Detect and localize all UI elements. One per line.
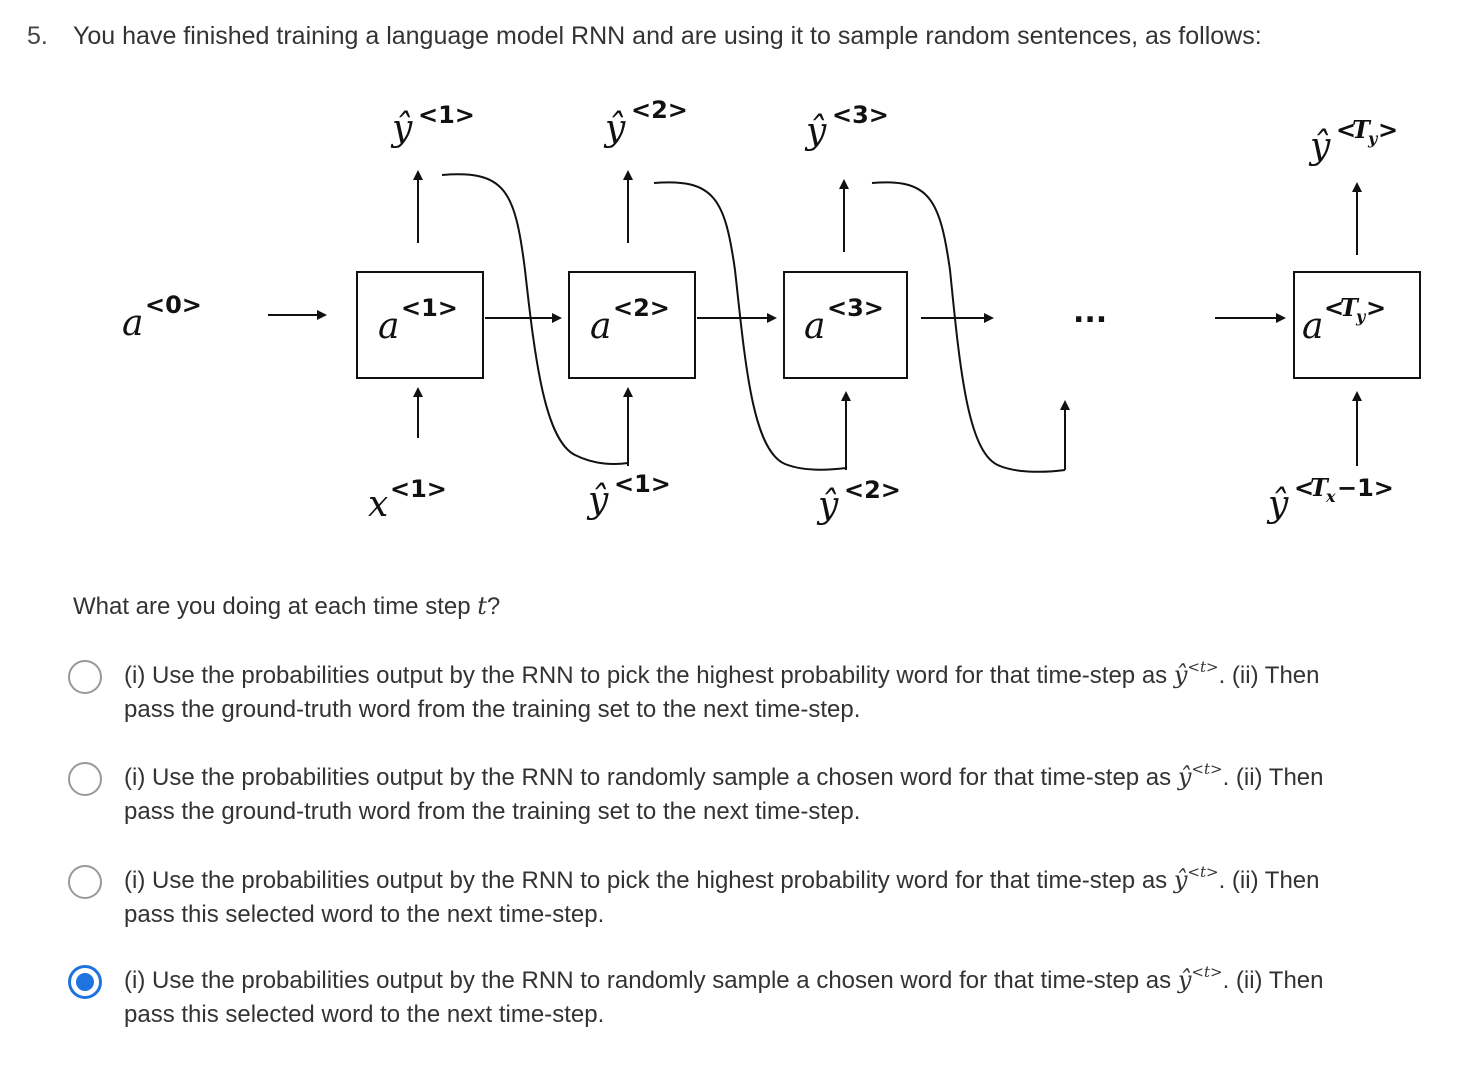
output-label-3: ŷ <3> [804,101,889,152]
radio-button[interactable] [68,660,102,694]
svg-text:<1>: <1> [614,470,671,498]
input-label-last: ŷ < T x −1> [1266,473,1394,525]
rnn-cell-1 [356,271,484,379]
ellipsis: ... [1073,295,1107,330]
svg-text:a: a [378,306,399,347]
svg-text:<3>: <3> [827,294,884,322]
rnn-cell-3 [783,271,908,379]
option-text-line2: pass this selected word to the next time… [124,901,605,928]
answer-option-2[interactable]: (i) Use the probabilities output by the … [68,760,1468,842]
svg-text:>: > [1378,116,1398,144]
rnn-cell-last [1293,271,1421,379]
radio-button[interactable] [68,762,102,796]
svg-text:ŷ: ŷ [804,111,827,152]
option-text-line1: (i) Use the probabilities output by the … [124,658,1320,689]
output-label-2: ŷ <2> [603,96,688,149]
cell-3-label: a <3> [804,294,884,347]
option-text-line2: pass the ground-truth word from the trai… [124,696,861,723]
option-text-line2: pass this selected word to the next time… [124,1001,605,1028]
initial-activation-label: a <0> [122,291,202,344]
svg-text:<: < [1294,474,1314,502]
feedback-curve-3 [871,181,1066,473]
svg-text:ŷ: ŷ [816,485,839,526]
svg-text:−1>: −1> [1337,474,1394,502]
svg-text:<1>: <1> [418,101,475,129]
svg-text:a: a [804,306,825,347]
svg-text:<2>: <2> [631,96,688,124]
question-number: 5. [27,22,48,50]
svg-text:a: a [1302,306,1323,347]
input-label-2: ŷ <1> [586,470,671,521]
svg-text:<1>: <1> [390,475,447,503]
svg-text:T: T [1352,115,1372,144]
svg-text:ŷ: ŷ [603,108,626,149]
cell-1-label: a <1> [378,294,458,347]
svg-text:<: < [1324,294,1344,322]
cell-last-label: a < T y > [1302,293,1386,347]
svg-text:ŷ: ŷ [390,108,413,149]
output-label-1: ŷ <1> [390,101,475,149]
svg-text:a: a [590,306,611,347]
svg-text:a: a [122,303,143,344]
svg-text:x: x [1325,487,1336,506]
prompt-var: t [477,592,487,620]
svg-text:>: > [1366,294,1386,322]
svg-text:<0>: <0> [145,291,202,319]
svg-text:y: y [1355,307,1367,326]
svg-text:x: x [368,484,388,525]
radio-button-selected[interactable] [68,965,102,999]
prompt-prefix: What are you doing at each time step [73,593,478,620]
svg-text:ŷ: ŷ [1266,484,1289,525]
answer-option-3[interactable]: (i) Use the probabilities output by the … [68,863,1468,945]
svg-text:<3>: <3> [832,101,889,129]
question-text: You have finished training a language mo… [73,22,1262,50]
option-text-line2: pass the ground-truth word from the trai… [124,798,861,825]
option-text-line1: (i) Use the probabilities output by the … [124,863,1320,894]
svg-text:T: T [1340,293,1360,322]
prompt-suffix: ? [486,593,501,620]
answer-option-4[interactable]: (i) Use the probabilities output by the … [68,963,1468,1045]
output-label-last: ŷ < T y > [1308,115,1398,167]
input-label-3: ŷ <2> [816,476,901,526]
input-label-1: x <1> [368,475,447,525]
sub-question-prompt: What are you doing at each time step t? [73,592,500,621]
rnn-diagram: a <0> a <1> a <2> a <3> a < T y > ... [122,96,1421,526]
svg-text:ŷ: ŷ [586,480,609,521]
rnn-cell-2 [568,271,696,379]
svg-text:<2>: <2> [844,476,901,504]
radio-button[interactable] [68,865,102,899]
option-text-line1: (i) Use the probabilities output by the … [124,963,1324,994]
svg-text:<1>: <1> [401,294,458,322]
svg-text:ŷ: ŷ [1308,126,1331,167]
answer-option-1[interactable]: (i) Use the probabilities output by the … [68,658,1468,740]
cell-2-label: a <2> [590,294,670,347]
option-text-line1: (i) Use the probabilities output by the … [124,760,1324,791]
feedback-curve-1 [441,173,629,465]
feedback-curve-2 [653,181,847,471]
svg-text:y: y [1367,129,1379,148]
svg-text:T: T [1310,473,1330,502]
svg-text:<: < [1336,116,1356,144]
svg-text:<2>: <2> [613,294,670,322]
